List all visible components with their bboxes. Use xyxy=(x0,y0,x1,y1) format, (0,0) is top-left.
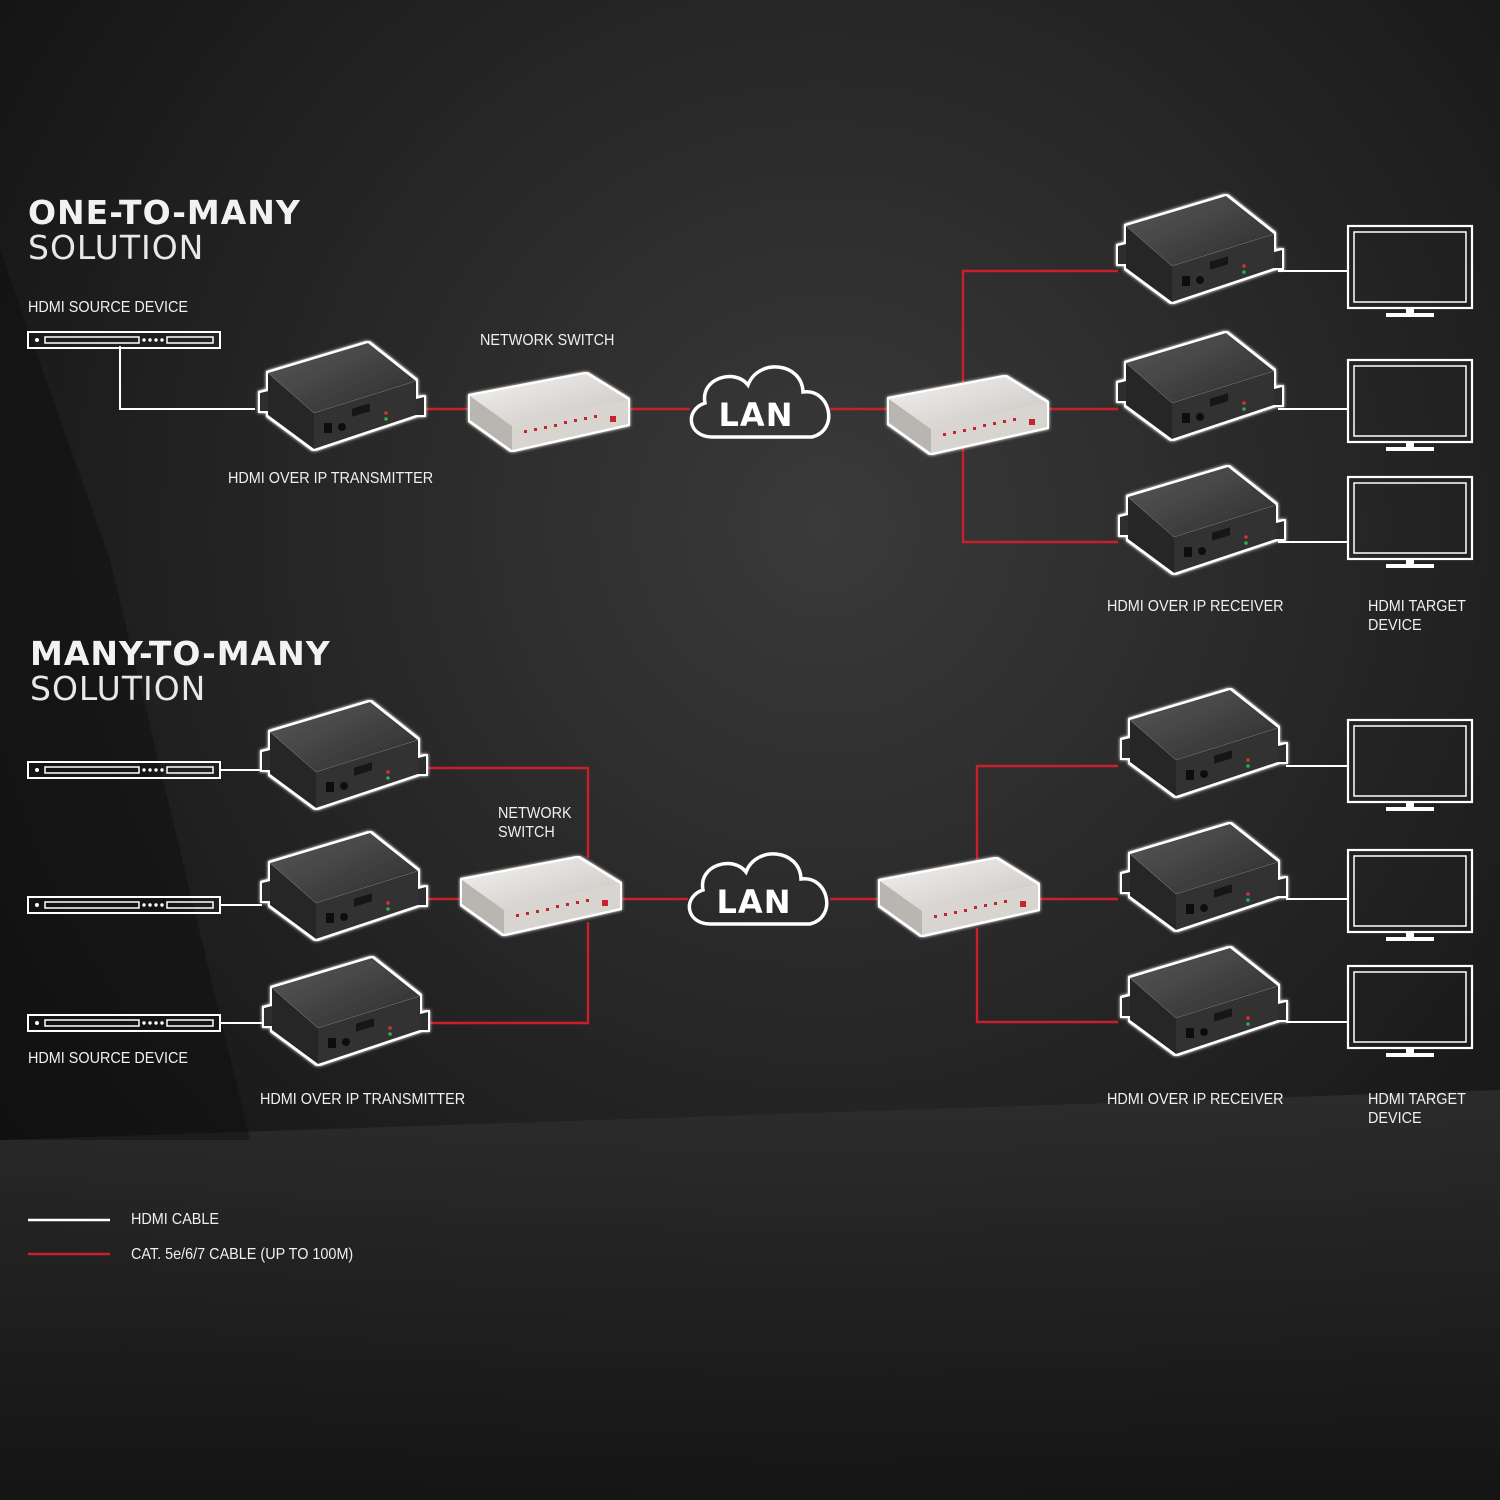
hdmi-target-monitor xyxy=(1346,358,1474,453)
network-switch-label: NETWORK SWITCH xyxy=(480,332,615,349)
hdmi-target-monitor xyxy=(1346,718,1474,813)
network-switch xyxy=(462,858,620,934)
network-switch-label-line2: SWITCH xyxy=(498,824,555,841)
target-device-label-line2: DEVICE xyxy=(1368,617,1422,634)
network-switch xyxy=(889,377,1047,453)
hdmi-over-ip-receiver xyxy=(1120,467,1284,573)
many-to-many-title: MANY-TO-MANY xyxy=(30,634,331,673)
hdmi-over-ip-transmitter xyxy=(260,343,424,449)
transmitter-label: HDMI OVER IP TRANSMITTER xyxy=(228,470,434,487)
target-device-label-line1: HDMI TARGET xyxy=(1368,598,1466,615)
lan-cloud: LAN xyxy=(687,852,829,926)
network-switch-label-line1: NETWORK xyxy=(498,805,572,822)
cat-cables-many-to-many xyxy=(418,764,1118,1025)
hdmi-source-device xyxy=(27,761,221,779)
receiver-label: HDMI OVER IP RECEIVER xyxy=(1107,1091,1284,1108)
source-device-label: HDMI SOURCE DEVICE xyxy=(28,1050,189,1067)
hdmi-over-ip-receiver xyxy=(1122,690,1286,796)
hdmi-over-ip-receiver xyxy=(1118,196,1282,302)
hdmi-target-monitor xyxy=(1346,964,1474,1059)
target-device-label-line2: DEVICE xyxy=(1368,1110,1422,1127)
hdmi-source-device xyxy=(27,896,221,914)
hdmi-over-ip-transmitter xyxy=(262,833,426,939)
hdmi-target-monitor xyxy=(1346,848,1474,943)
lan-label: LAN xyxy=(717,883,792,921)
legend-cat-label: CAT. 5e/6/7 CABLE (UP TO 100M) xyxy=(131,1246,354,1263)
transmitter-label: HDMI OVER IP TRANSMITTER xyxy=(260,1091,466,1108)
hdmi-over-ip-receiver xyxy=(1118,333,1282,439)
network-switch xyxy=(880,859,1038,935)
legend-hdmi-label: HDMI CABLE xyxy=(131,1211,220,1228)
cat-cables-one-to-many xyxy=(415,269,1118,544)
hdmi-over-ip-receiver xyxy=(1122,824,1286,930)
lan-label: LAN xyxy=(719,396,794,434)
one-to-many-title: ONE-TO-MANY xyxy=(28,193,301,232)
hdmi-source-device xyxy=(27,331,221,349)
network-switch xyxy=(470,374,628,450)
hdmi-over-ip-transmitter xyxy=(264,958,428,1064)
hdmi-target-monitor xyxy=(1346,224,1474,319)
hdmi-cables-one-to-many xyxy=(119,270,1348,543)
hdmi-cables-many-to-many xyxy=(220,765,1348,1024)
hdmi-over-ip-receiver xyxy=(1122,948,1286,1054)
hdmi-target-monitor xyxy=(1346,475,1474,570)
hdmi-over-ip-transmitter xyxy=(262,702,426,808)
lan-cloud: LAN xyxy=(689,365,831,439)
many-to-many-subtitle: SOLUTION xyxy=(30,669,207,708)
one-to-many-subtitle: SOLUTION xyxy=(28,228,205,267)
target-device-label-line1: HDMI TARGET xyxy=(1368,1091,1466,1108)
source-device-label: HDMI SOURCE DEVICE xyxy=(28,299,189,316)
hdmi-source-device xyxy=(27,1014,221,1032)
receiver-label: HDMI OVER IP RECEIVER xyxy=(1107,598,1284,615)
